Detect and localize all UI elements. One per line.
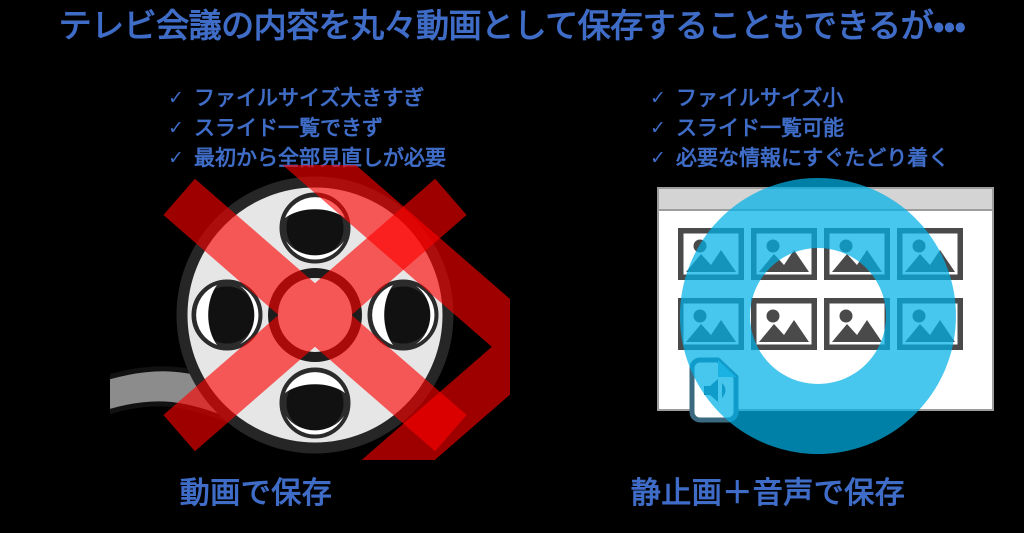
check-icon: ✓ xyxy=(650,117,666,140)
check-icon: ✓ xyxy=(168,117,184,140)
thumbnail-item xyxy=(826,300,888,348)
list-item-label: スライド一覧可能 xyxy=(676,115,844,140)
reel-hole-right xyxy=(367,279,439,351)
reel-hole-bottom xyxy=(279,367,351,439)
film-reel-illustration xyxy=(110,165,510,460)
thumbnail-window-illustration xyxy=(640,170,1010,455)
check-icon: ✓ xyxy=(650,87,666,110)
check-icon: ✓ xyxy=(168,87,184,110)
right-bullet-list: ✓ ファイルサイズ小 ✓ スライド一覧可能 ✓ 必要な情報にすぐたどり着く xyxy=(650,84,949,173)
page-title: テレビ会議の内容を丸々動画として保存することもできるが・・・ xyxy=(58,6,966,45)
list-item: ✓ ファイルサイズ小 xyxy=(650,84,949,114)
list-item: ✓ 必要な情報にすぐたどり着く xyxy=(650,144,949,174)
list-item: ✓ スライド一覧可能 xyxy=(650,114,949,144)
right-caption: 静止画＋音声で保存 xyxy=(630,476,906,511)
list-item: ✓ スライド一覧できず xyxy=(168,114,446,144)
left-bullet-list: ✓ ファイルサイズ大きすぎ ✓ スライド一覧できず ✓ 最初から全部見直しが必要 xyxy=(168,84,446,173)
cross-out-icon-stroke2 xyxy=(163,178,467,452)
list-item: ✓ ファイルサイズ大きすぎ xyxy=(168,84,446,114)
check-icon: ✓ xyxy=(168,147,184,170)
list-item-label: スライド一覧できず xyxy=(194,115,383,140)
list-item-label: 必要な情報にすぐたどり着く xyxy=(676,145,950,170)
check-icon: ✓ xyxy=(650,147,666,170)
reel-hole-left xyxy=(191,279,263,351)
highlight-ring xyxy=(679,178,956,454)
list-item-label: ファイルサイズ大きすぎ xyxy=(194,86,425,110)
thumbnail-item xyxy=(753,300,815,348)
list-item-label: ファイルサイズ小 xyxy=(676,86,844,110)
left-caption: 動画で保存 xyxy=(179,476,333,511)
